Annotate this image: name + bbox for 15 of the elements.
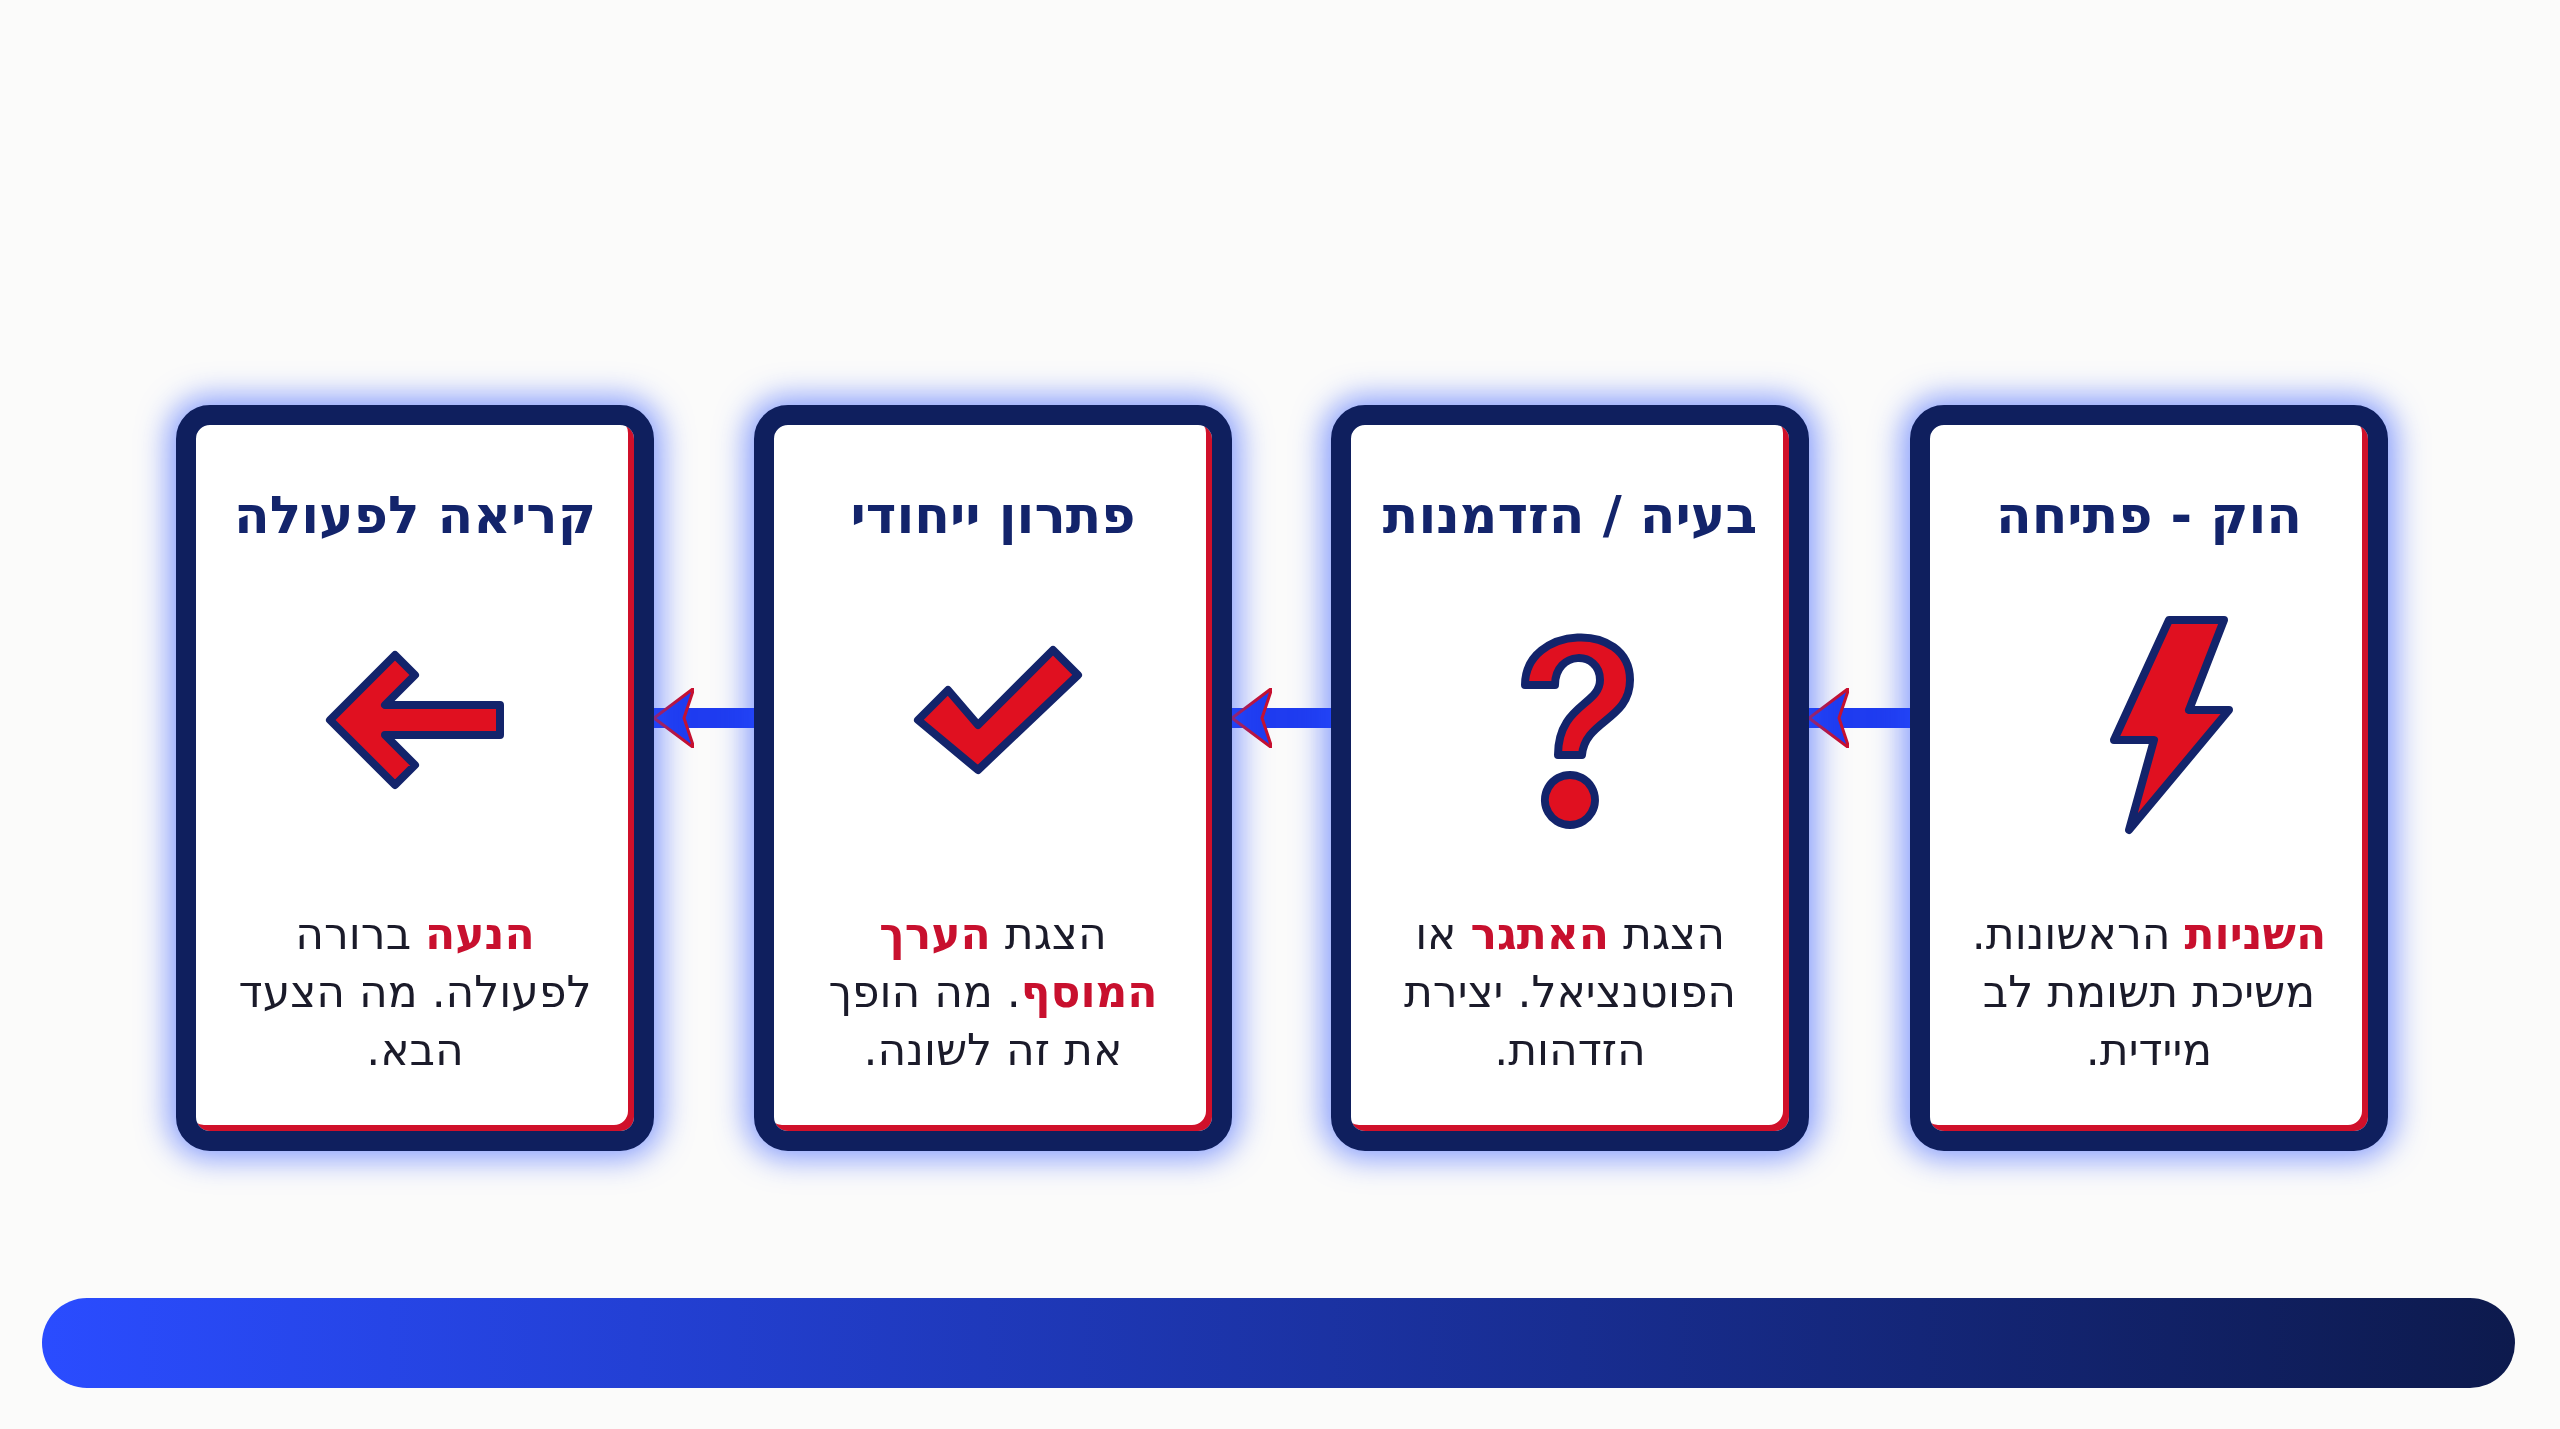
step-card [1910,405,2388,1151]
card-description: הנעה ברורה לפעולה. מה הצעד הבא. [237,907,593,1077]
card-title: פתרון ייחודי [849,485,1137,545]
step-card [754,405,1232,1151]
card-description: השניות הראשונות. משיכת תשומת לב מיידית. [1970,907,2328,1077]
step-card [1331,405,1809,1151]
card-description: הצגת הערך המוסף. מה הופך את זה לשונה. [827,907,1159,1077]
arrow [1807,686,1910,750]
step-card [176,405,654,1151]
card-title: הוק - פתיחה [1994,485,2304,545]
card-description: הצגת האתגר או הפוטנציאל. יצירת הזדהות. [1402,907,1738,1077]
card-title: קריאה לפעולה [233,485,597,545]
arrow [1230,686,1331,750]
arrow [652,686,754,750]
card-title: בעיה / הזדמנות [1381,485,1759,545]
